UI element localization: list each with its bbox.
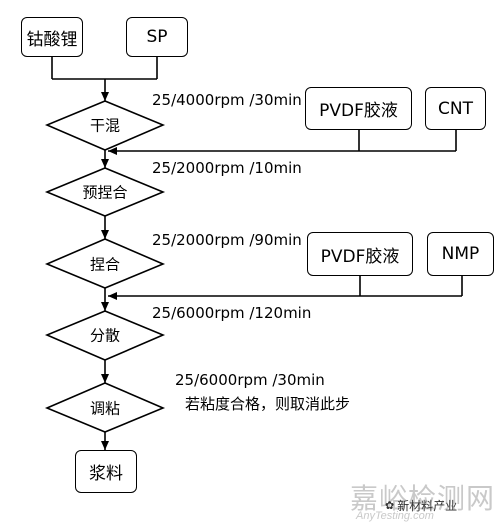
- watermark-brand: ✿ 新材料产业: [385, 497, 457, 514]
- watermark-brand-label: 新材料产业: [397, 499, 458, 513]
- param-adjust: 25/6000rpm /30min: [175, 371, 325, 389]
- param-adjust-note: 若粘度合格，则取消此步: [185, 395, 351, 413]
- step-dry-mix-label: 干混: [89, 116, 121, 135]
- node-cnt-label: CNT: [438, 98, 473, 119]
- node-licoo2-label: 钴酸锂: [26, 29, 78, 50]
- watermark-site-en: AnyTesting.com: [356, 510, 434, 522]
- node-nmp: NMP: [427, 232, 494, 276]
- watermark-site-cn: 嘉峪检测网: [350, 482, 496, 515]
- param-pre-knead: 25/2000rpm /10min: [152, 159, 302, 177]
- node-slurry-label: 浆料: [89, 464, 123, 484]
- param-dry-mix: 25/4000rpm /30min: [152, 91, 302, 109]
- step-disperse-label: 分散: [89, 326, 121, 345]
- node-cnt: CNT: [425, 87, 486, 130]
- step-adjust-label: 调粘: [89, 399, 121, 418]
- node-licoo2: 钴酸锂: [21, 17, 83, 57]
- node-nmp-label: NMP: [441, 244, 480, 264]
- wechat-icon: ✿: [385, 499, 395, 512]
- node-sp: SP: [126, 17, 188, 57]
- node-pvdf-1-label: PVDF胶液: [319, 101, 398, 121]
- step-pre-knead-label: 预捏合: [82, 183, 128, 202]
- step-knead-label: 捏合: [89, 255, 121, 274]
- param-knead: 25/2000rpm /90min: [152, 231, 302, 249]
- param-disperse: 25/6000rpm /120min: [152, 304, 312, 322]
- node-pvdf-2-label: PVDF胶液: [320, 246, 400, 267]
- node-sp-label: SP: [146, 27, 168, 47]
- node-pvdf-2: PVDF胶液: [307, 232, 413, 276]
- node-slurry: 浆料: [75, 450, 137, 493]
- node-pvdf-1: PVDF胶液: [305, 87, 412, 130]
